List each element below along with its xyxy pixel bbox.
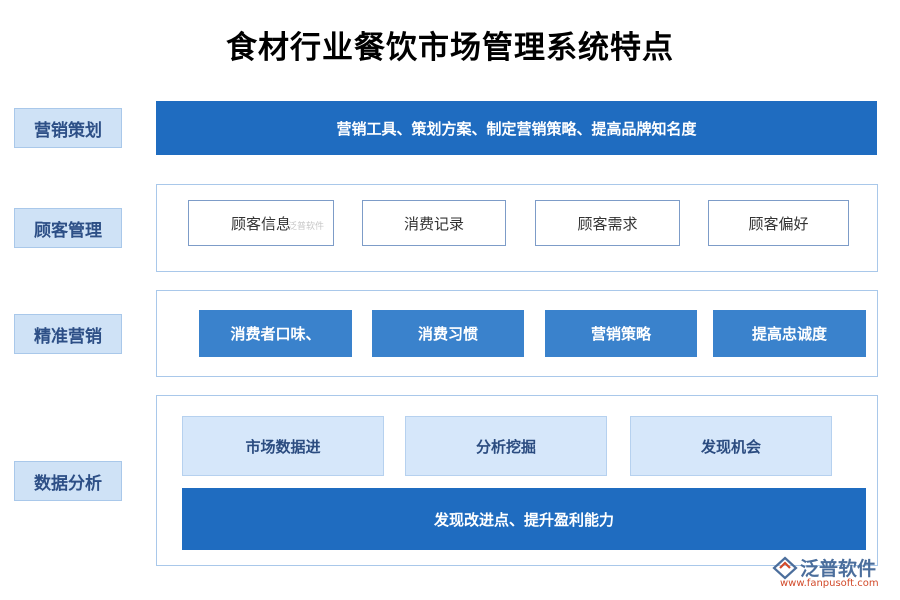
logo-url: www.fanpusoft.com bbox=[780, 578, 879, 589]
row-label-precision-marketing: 精准营销 bbox=[14, 314, 122, 354]
loyalty-box: 提高忠诚度 bbox=[713, 310, 866, 357]
marketing-strategy-box: 营销策略 bbox=[545, 310, 697, 357]
consumer-taste-box: 消费者口味、 bbox=[199, 310, 352, 357]
consumption-habit-box: 消费习惯 bbox=[372, 310, 524, 357]
marketing-planning-banner: 营销工具、策划方案、制定营销策略、提高品牌知名度 bbox=[156, 101, 877, 155]
customer-preference-box: 顾客偏好 bbox=[708, 200, 849, 246]
fanpu-logo-icon bbox=[772, 556, 798, 580]
watermark-small: 泛普软件 bbox=[288, 222, 325, 232]
improvement-profit-banner: 发现改进点、提升盈利能力 bbox=[182, 488, 866, 550]
market-data-box: 市场数据进 bbox=[182, 416, 384, 476]
fanpu-logo: 泛普软件 www.fanpusoft.com bbox=[772, 554, 892, 594]
customer-info-box: 顾客信息 bbox=[188, 200, 334, 246]
analysis-mining-box: 分析挖掘 bbox=[405, 416, 607, 476]
page-title: 食材行业餐饮市场管理系统特点 bbox=[226, 30, 674, 66]
logo-name: 泛普软件 bbox=[800, 558, 877, 580]
row-label-marketing-planning: 营销策划 bbox=[14, 108, 122, 148]
discover-opportunity-box: 发现机会 bbox=[630, 416, 832, 476]
row-label-data-analysis: 数据分析 bbox=[14, 461, 122, 501]
consumption-record-box: 消费记录 bbox=[362, 200, 506, 246]
customer-demand-box: 顾客需求 bbox=[535, 200, 680, 246]
row-label-customer-management: 顾客管理 bbox=[14, 208, 122, 248]
